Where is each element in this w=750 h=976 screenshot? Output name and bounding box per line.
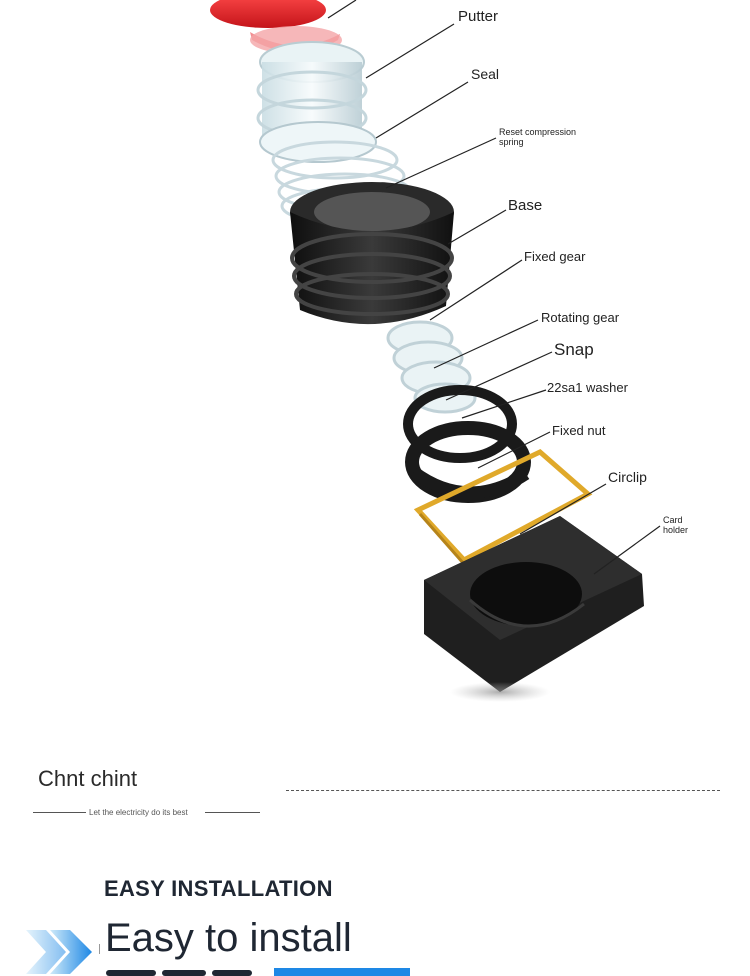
title-tick	[99, 944, 100, 954]
section-subtitle: Easy to install	[105, 916, 352, 960]
label-seal: Seal	[471, 66, 500, 82]
double-chevron-right-icon	[26, 930, 92, 974]
label-reset-spring: Reset compression spring	[499, 127, 577, 147]
base-part	[290, 182, 454, 325]
label-washer: 22sa1 washer	[547, 380, 628, 395]
brand-tagline: Let the electricity do its best	[89, 808, 188, 817]
dashed-divider	[286, 790, 720, 791]
brand-name: Chnt chint	[38, 766, 138, 791]
section-title: EASY INSTALLATION	[104, 876, 333, 901]
card-holder-part	[424, 516, 644, 702]
label-snap: Snap	[554, 340, 594, 359]
label-base: Base	[508, 197, 543, 214]
label-fixed-nut: Fixed nut	[552, 423, 606, 438]
label-fixed-gear: Fixed gear	[524, 249, 586, 264]
label-circlip: Circlip	[608, 469, 647, 485]
leader-lines	[327, 0, 661, 575]
partial-heading-graphic	[106, 968, 410, 976]
label-rotating-gear: Rotating gear	[541, 310, 620, 325]
tagline-rule-right	[205, 812, 260, 813]
label-card-holder: Card holder	[663, 515, 689, 535]
tagline-rule-left	[33, 812, 86, 813]
label-putter: Putter	[458, 8, 499, 25]
exploded-diagram	[210, 0, 661, 702]
washer-nut-part	[403, 385, 531, 503]
